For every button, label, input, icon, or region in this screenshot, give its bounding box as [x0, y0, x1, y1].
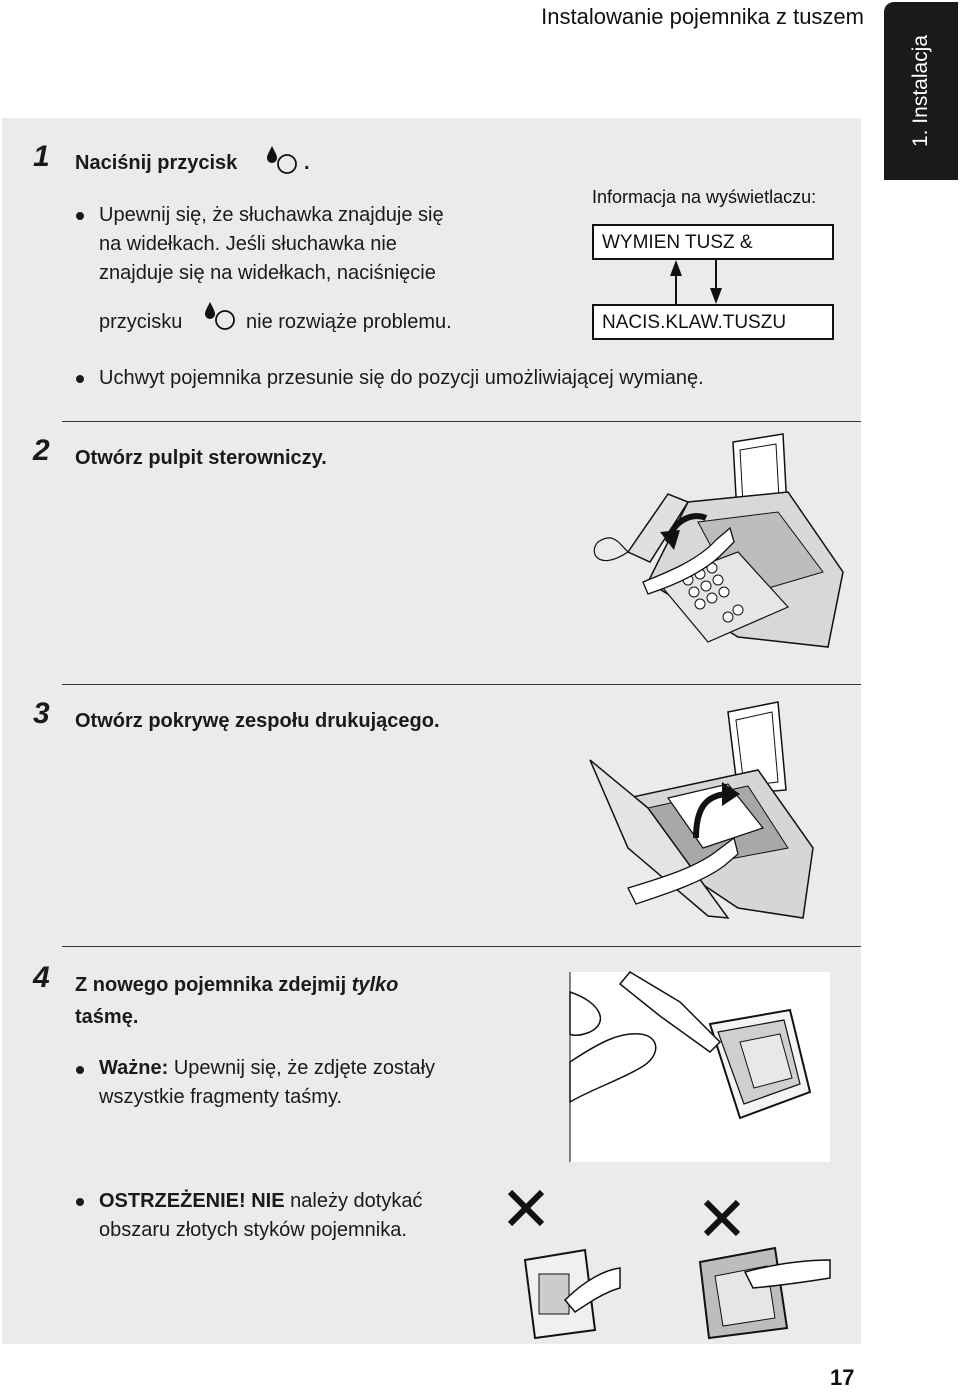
- bullet-dot: [76, 1198, 84, 1206]
- step-1-bullet-2: Uchwyt pojemnika przesunie się do pozycj…: [99, 367, 704, 389]
- fax-open-panel-illustration: [593, 433, 844, 648]
- step-4-warning-line-2: obszaru złotych styków pojemnika.: [99, 1219, 407, 1241]
- step-4-warning-line-1: OSTRZEŻENIE! NIE należy dotykać: [99, 1190, 423, 1212]
- arrow-up-icon: [670, 260, 682, 306]
- ink-drop-button-icon: [267, 146, 297, 174]
- step-2-number: 2: [33, 434, 50, 467]
- step-1-title-end: .: [304, 152, 310, 174]
- step-3-number: 3: [33, 697, 50, 730]
- section-divider: [62, 946, 861, 947]
- bullet-dot: [76, 375, 84, 383]
- page-header-title: Instalowanie pojemnika z tuszem: [541, 4, 864, 29]
- chapter-tab: 1. Instalacja: [884, 2, 958, 180]
- section-divider: [62, 684, 861, 685]
- x-mark-icon: [703, 1199, 741, 1237]
- chapter-tab-label: 1. Instalacja: [909, 34, 932, 148]
- fax-open-print-cover-illustration: [589, 701, 814, 919]
- bullet-dot: [76, 212, 84, 220]
- cartridge-nozzles-touch-illustration: [698, 1246, 831, 1340]
- step-1-bullet-1-line-4b: nie rozwiąże problemu.: [246, 311, 452, 333]
- step-4-title-line-1: Z nowego pojemnika zdejmij tylko: [75, 974, 399, 996]
- step-1-title: Naciśnij przycisk: [75, 152, 238, 174]
- step-4-important-line-2: wszystkie fragmenty taśmy.: [99, 1086, 343, 1108]
- x-mark-icon: [507, 1189, 545, 1227]
- step-4-important-line-1: Ważne: Upewnij się, że zdjęte zostały: [99, 1057, 436, 1079]
- display-info-label: Informacja na wyświetlaczu:: [592, 187, 817, 207]
- display-line-1: WYMIEN TUSZ &: [592, 224, 834, 260]
- step-4-title-line-2: taśmę.: [75, 1006, 139, 1028]
- display-toggle-arrows: [670, 260, 722, 306]
- ink-drop-button-icon: [205, 302, 235, 330]
- step-4-number: 4: [33, 961, 50, 994]
- step-1-bullet-1-line-3: znajduje się na widełkach, naciśnięcie: [99, 262, 436, 284]
- step-1-bullet-1-line-4a: przycisku: [99, 311, 183, 333]
- step-3-title: Otwórz pokrywę zespołu drukującego.: [75, 710, 440, 732]
- cartridge-contacts-touch-illustration: [523, 1248, 621, 1340]
- remove-tape-illustration: [569, 971, 830, 1162]
- step-1-bullet-1-line-1: Upewnij się, że słuchawka znajduje się: [99, 204, 444, 226]
- bullet-dot: [76, 1066, 84, 1074]
- display-line-2: NACIS.KLAW.TUSZU: [592, 304, 834, 340]
- section-divider: [62, 421, 861, 422]
- step-1-bullet-1-line-2: na widełkach. Jeśli słuchawka nie: [99, 233, 397, 255]
- step-4-title-emphasis: tylko: [351, 974, 399, 996]
- page-number: 17: [830, 1365, 855, 1390]
- step-1-number: 1: [33, 140, 50, 173]
- step-2-title: Otwórz pulpit sterowniczy.: [75, 447, 327, 469]
- arrow-down-icon: [710, 260, 722, 304]
